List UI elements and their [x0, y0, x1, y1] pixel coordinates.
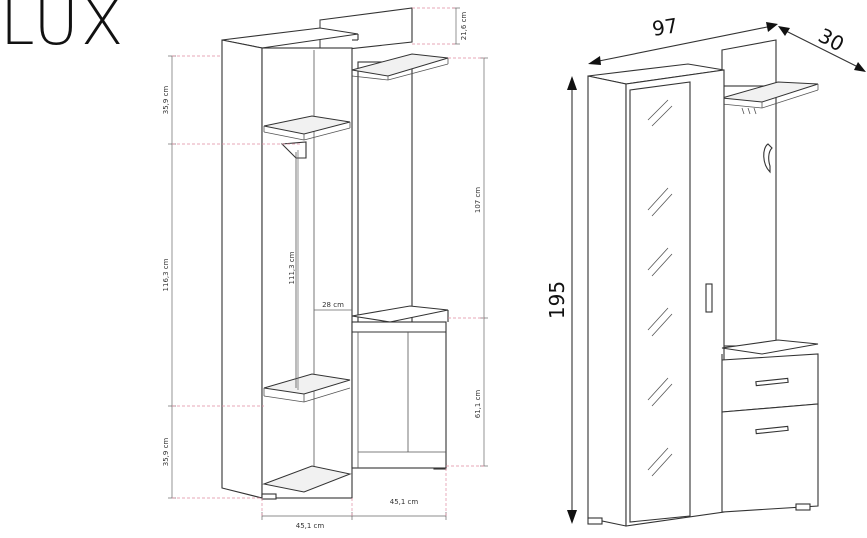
bottom-drawer	[721, 403, 819, 513]
dim-depth-30: 30	[814, 23, 848, 56]
right-furniture-drawing: 97 30 195	[545, 13, 866, 527]
dim-top-shelf: 35,9 cm	[162, 86, 170, 115]
dim-rail-height: 111,3 cm	[288, 251, 296, 284]
dim-height-195: 195	[545, 281, 569, 319]
bottom-drawer-handle	[755, 425, 789, 435]
mirror-reflections	[647, 99, 673, 477]
dim-extension-height: 21,6 cm	[460, 12, 468, 41]
dim-wardrobe-section: 116,3 cm	[162, 258, 170, 291]
mirror	[629, 81, 691, 523]
product-title: LUX	[0, 0, 126, 59]
hanging-rail-bracket	[280, 141, 307, 159]
drawer-cabinet-top	[721, 339, 819, 355]
dim-bottom-section: 35,9 cm	[162, 438, 170, 467]
right-unit-side	[587, 75, 627, 527]
right-back-extension	[721, 39, 777, 91]
door-handle	[705, 283, 713, 313]
left-unit-front	[261, 47, 353, 499]
right-foot-left	[587, 517, 603, 525]
cabinet-body	[351, 321, 447, 469]
dim-hanger-area: 107 cm	[474, 187, 482, 213]
coat-hook	[763, 143, 773, 174]
left-furniture-drawing: 35,9 cm 116,3 cm 35,9 cm 111,3 cm 28 cm …	[162, 7, 488, 530]
dim-right-width: 45,1 cm	[390, 498, 419, 506]
right-foot-right	[795, 503, 811, 511]
dim-width-97: 97	[650, 13, 679, 41]
dim-left-width: 45,1 cm	[296, 522, 325, 530]
foot-left	[261, 493, 277, 500]
top-drawer-handle	[755, 377, 789, 387]
left-unit-side	[221, 39, 263, 499]
bottom-shelf	[262, 465, 352, 493]
dim-shelf-depth: 28 cm	[322, 301, 344, 309]
right-hanger-panel	[721, 85, 777, 347]
dim-cabinet-height: 61,1 cm	[474, 390, 482, 419]
